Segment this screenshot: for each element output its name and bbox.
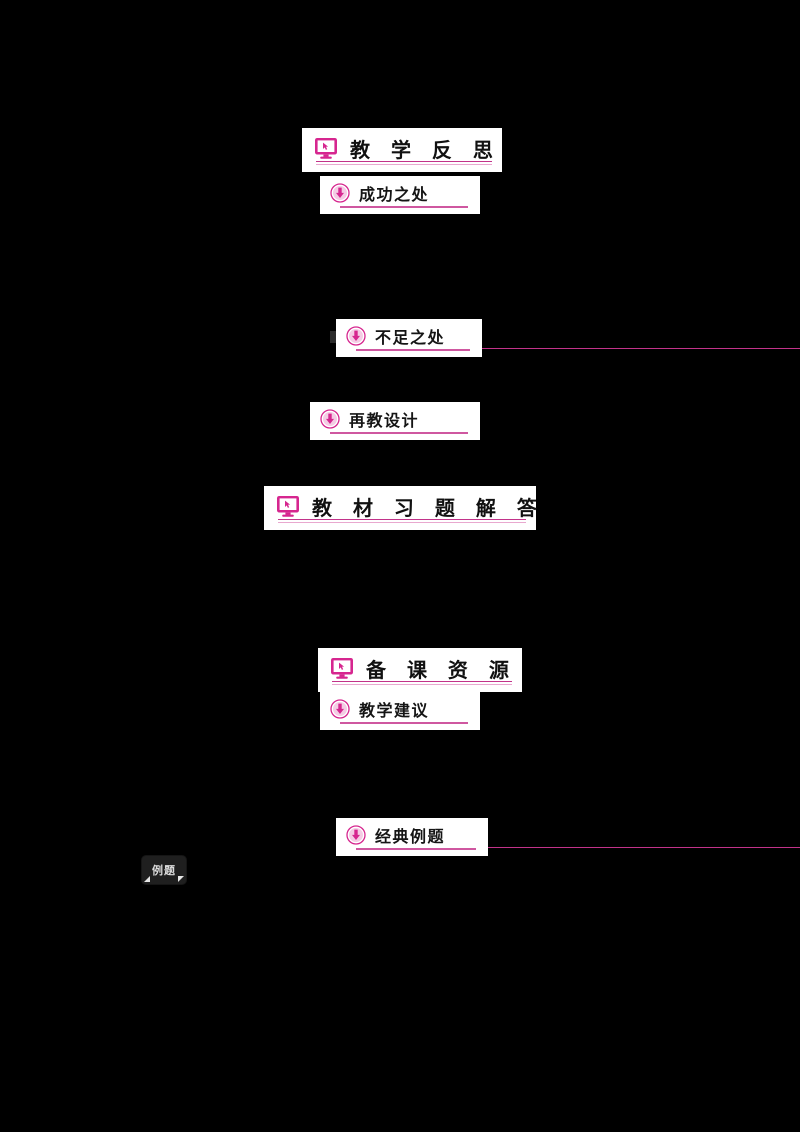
- circle-down-arrow-icon: [320, 409, 340, 433]
- subsection-title-classic-examples: 经典例题: [375, 827, 446, 846]
- subsection-rule: [340, 206, 468, 208]
- section-rule: [316, 161, 492, 165]
- example-tag-label: 例题: [152, 863, 176, 877]
- subsection-title-reteach-design: 再教设计: [349, 411, 420, 430]
- monitor-cursor-icon: [330, 657, 354, 684]
- section-title-teaching-reflection: 教 学 反 思: [350, 138, 500, 162]
- section-rule: [278, 519, 526, 523]
- circle-down-arrow-icon: [346, 326, 366, 350]
- circle-down-arrow-icon: [330, 183, 350, 207]
- section-header-teaching-reflection[interactable]: 教 学 反 思: [302, 128, 502, 172]
- section-title-lesson-prep-resources: 备 课 资 源: [366, 658, 516, 682]
- section-header-textbook-exercise-answers[interactable]: 教 材 习 题 解 答: [264, 486, 537, 530]
- subsection-rule: [340, 722, 468, 724]
- circle-down-arrow-icon: [346, 825, 366, 849]
- body-text-reteach-note: [318, 391, 498, 403]
- circle-down-arrow-icon: [330, 699, 350, 723]
- monitor-cursor-icon: [314, 137, 338, 164]
- subsection-rule: [356, 349, 470, 351]
- section-rule: [332, 681, 512, 685]
- section-title-textbook-exercise-answers: 教 材 习 题 解 答: [312, 496, 544, 520]
- corner-mark-right-icon: [178, 876, 184, 882]
- monitor-cursor-icon: [276, 495, 300, 522]
- subsection-header-successes[interactable]: 成功之处: [320, 176, 480, 214]
- subsection-title-shortcomings: 不足之处: [375, 328, 446, 347]
- subsection-rule: [356, 848, 476, 850]
- subsection-title-successes: 成功之处: [359, 185, 430, 204]
- example-tag-box[interactable]: 例题: [142, 856, 186, 884]
- subsection-tail-rule-shortcomings: [482, 348, 800, 350]
- subsection-rule: [330, 432, 468, 434]
- subsection-header-reteach-design[interactable]: 再教设计: [310, 402, 480, 440]
- section-header-lesson-prep-resources[interactable]: 备 课 资 源: [318, 648, 522, 692]
- subsection-header-classic-examples[interactable]: 经典例题: [336, 818, 488, 856]
- subsection-header-shortcomings[interactable]: 不足之处: [336, 319, 482, 357]
- corner-mark-left-icon: [144, 876, 150, 882]
- subsection-title-teaching-suggestions: 教学建议: [359, 701, 430, 720]
- subsection-tail-rule-classic-examples: [488, 847, 800, 849]
- subsection-header-teaching-suggestions[interactable]: 教学建议: [320, 692, 480, 730]
- body-text-prep-note: [310, 636, 530, 649]
- scan-artifact: [330, 331, 336, 343]
